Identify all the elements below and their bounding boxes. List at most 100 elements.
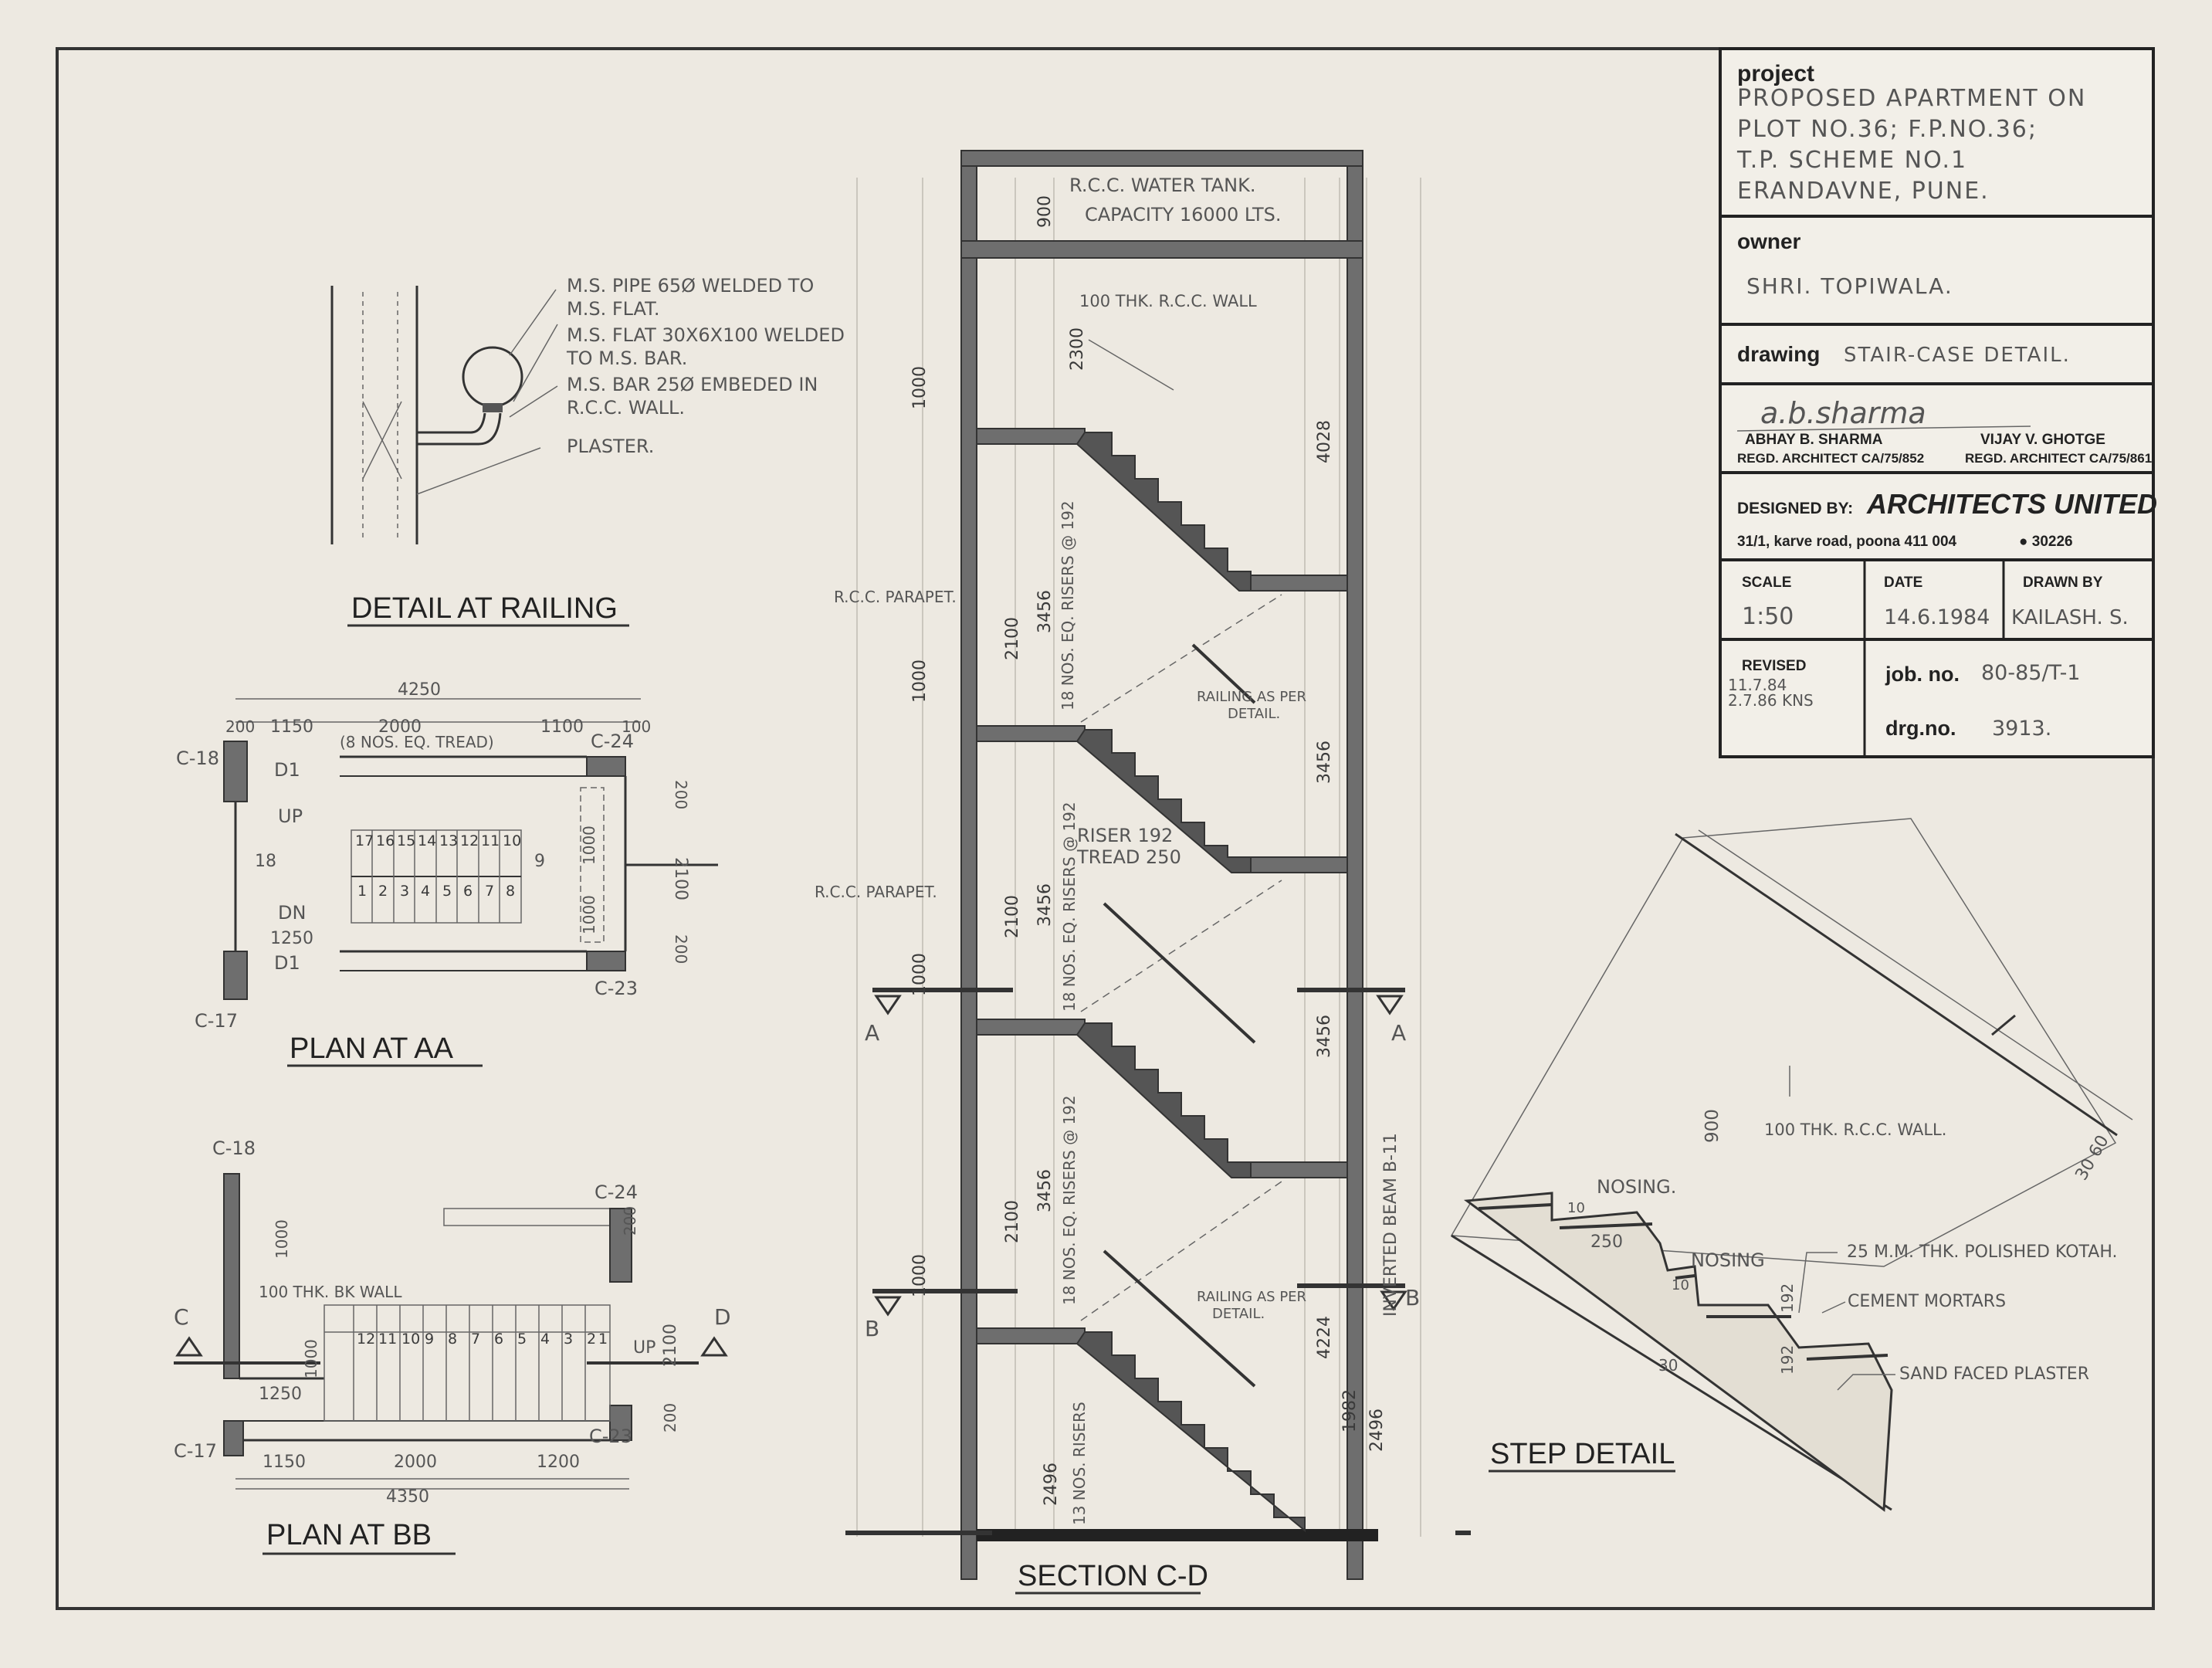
- railing-note-2: M.S. FLAT.: [567, 298, 660, 320]
- plan-aa-tread-16: 16: [376, 832, 395, 849]
- section-railing-note-1b: DETAIL.: [1228, 706, 1280, 722]
- plan-bb-tread-9: 9: [425, 1331, 434, 1348]
- project-line-1: PROPOSED APARTMENT ON: [1737, 85, 2086, 112]
- plan-aa-dim-2100: 2100: [671, 857, 690, 900]
- section-flight-2: [1076, 729, 1252, 873]
- railing-note-4: TO M.S. BAR.: [566, 348, 687, 369]
- section-dim-3456-3: 3456: [1035, 1169, 1055, 1212]
- plan-bb-tread-6: 6: [494, 1331, 503, 1348]
- plan-bb-section-c: C: [174, 1304, 189, 1330]
- step-nosing-1: NOSING.: [1597, 1176, 1676, 1198]
- firm-address: 31/1, karve road, poona 411 004: [1737, 534, 1957, 550]
- section-dim-2100-2: 2100: [1003, 895, 1022, 938]
- step-dim-900: 900: [1702, 1109, 1723, 1143]
- plan-aa-landing-9: 9: [534, 852, 545, 871]
- section-dim-2300: 2300: [1068, 327, 1087, 371]
- plan-aa-tread-17: 17: [355, 832, 374, 849]
- revised-date-1: 11.7.84: [1728, 676, 1787, 694]
- step-dim-10a: 10: [1567, 1200, 1585, 1216]
- section-left-wall: [960, 150, 977, 1580]
- section-railing-note-2: RAILING AS PER: [1197, 1289, 1306, 1305]
- step-wall-note: 100 THK. R.C.C. WALL.: [1764, 1120, 1946, 1139]
- plan-aa-tread-11: 11: [481, 832, 500, 849]
- drawn-by-value: KAILASH. S.: [2011, 606, 2129, 629]
- plan-bb-tread-8: 8: [448, 1331, 457, 1348]
- job-value: 80-85/T-1: [1981, 661, 2081, 685]
- plan-bb-tread-5: 5: [517, 1331, 527, 1348]
- plan-aa-label-up: UP: [278, 805, 303, 827]
- plan-bb-label-c24: C-24: [594, 1182, 638, 1203]
- section-dim-3456-right-1: 3456: [1315, 741, 1334, 784]
- step-dim-250: 250: [1590, 1232, 1623, 1252]
- section-cd: R.C.C. WATER TANK. CAPACITY 16000 LTS. 1…: [815, 150, 1471, 1595]
- scale-value: 1:50: [1742, 603, 1794, 630]
- plan-bb-tread-7: 7: [471, 1331, 480, 1348]
- section-dim-3456-1: 3456: [1035, 590, 1055, 633]
- plan-aa-tread-12: 12: [460, 832, 479, 849]
- step-note-mortar: CEMENT MORTARS: [1848, 1292, 2006, 1311]
- section-wall-note: 100 THK. R.C.C. WALL: [1079, 292, 1257, 310]
- architect-2-name: VIJAY V. GHOTGE: [1980, 432, 2105, 448]
- plan-aa-tread-14: 14: [418, 832, 436, 849]
- step-note-plaster: SAND FACED PLASTER: [1899, 1365, 2089, 1384]
- railing-note-3: M.S. FLAT 30X6X100 WELDED: [567, 324, 845, 346]
- plan-aa-dim-1250: 1250: [270, 929, 313, 948]
- step-dim-30: 30: [1658, 1356, 1678, 1375]
- plan-bb-tread-11: 11: [378, 1331, 397, 1348]
- plan-bb-tread-4: 4: [540, 1331, 550, 1348]
- section-flight-3: [1076, 1022, 1252, 1178]
- revised-label: REVISED: [1742, 658, 1806, 674]
- section-dim-4028: 4028: [1315, 420, 1334, 463]
- section-cut-a-right: A: [1391, 1020, 1406, 1046]
- owner-name: SHRI. TOPIWALA.: [1746, 273, 1953, 299]
- plan-aa-tread-7: 7: [485, 883, 494, 900]
- section-riser-label: RISER 192: [1077, 825, 1173, 846]
- section-dim-1000-3: 1000: [910, 953, 930, 996]
- plan-bb-section-d: D: [714, 1304, 731, 1330]
- plan-aa-tread-5: 5: [442, 883, 452, 900]
- drawn-by-label: DRAWN BY: [2023, 575, 2103, 591]
- plan-bb-dim-200-top: 200: [621, 1206, 639, 1236]
- section-dim-4224: 4224: [1315, 1316, 1334, 1359]
- plan-bb-tread-3: 3: [564, 1331, 573, 1348]
- plan-aa-dim-100: 100: [622, 717, 651, 736]
- architect-1-name: ABHAY B. SHARMA: [1745, 432, 1883, 448]
- section-parapet-note-1: R.C.C. PARAPET.: [834, 588, 957, 606]
- section-railing-note-1: RAILING AS PER: [1197, 689, 1306, 705]
- section-tread-label: TREAD 250: [1076, 846, 1181, 868]
- firm-phone: ● 30226: [2019, 534, 2073, 550]
- railing-detail-title: DETAIL AT RAILING: [351, 592, 618, 625]
- plan-aa-dim-2000: 2000: [378, 717, 422, 737]
- plan-aa-dim-200-bottom: 200: [672, 934, 690, 964]
- step-dim-192b: 192: [1778, 1345, 1797, 1375]
- project-line-4: ERANDAVNE, PUNE.: [1737, 178, 1990, 205]
- plan-bb-tread-2: 2: [587, 1331, 596, 1348]
- signature: a.b.sharma: [1760, 396, 1926, 430]
- plan-bb-dim-4350: 4350: [386, 1487, 429, 1507]
- section-dim-2496-right: 2496: [1367, 1409, 1387, 1452]
- plan-aa-tread-8: 8: [506, 883, 515, 900]
- plan-aa-tread-6: 6: [463, 883, 473, 900]
- railing-detail: M.S. PIPE 65Ø WELDED TO M.S. FLAT. M.S. …: [330, 275, 845, 627]
- plan-bb-label-c17: C-17: [174, 1440, 217, 1462]
- section-dim-900: 900: [1035, 195, 1055, 228]
- plan-bb-dim-2100: 2100: [661, 1324, 680, 1367]
- plan-bb-dim-1200: 1200: [537, 1453, 580, 1472]
- step-detail-profile: [1463, 1192, 1893, 1512]
- plan-aa-dim-200-right: 200: [672, 780, 690, 809]
- section-dim-1982: 1982: [1340, 1389, 1360, 1432]
- plan-bb-dim-2000: 2000: [394, 1453, 437, 1472]
- section-dim-2100-3: 2100: [1003, 1200, 1022, 1243]
- plan-aa-dim-200: 200: [225, 717, 255, 736]
- drawing-name: STAIR-CASE DETAIL.: [1844, 344, 2071, 367]
- project-line-2: PLOT NO.36; F.P.NO.36;: [1737, 116, 2038, 143]
- owner-label: owner: [1737, 229, 1801, 253]
- section-cut-a-left: A: [865, 1020, 879, 1046]
- plan-aa-tread-15: 15: [397, 832, 415, 849]
- plan-bb: C D UP 100 THK. BK WALL 12 11 10 9 8 7 6…: [174, 1137, 731, 1555]
- section-dim-3456-2: 3456: [1035, 883, 1055, 927]
- section-tank-note-2: CAPACITY 16000 LTS.: [1085, 204, 1281, 225]
- step-nosing-2: NOSING: [1691, 1249, 1765, 1271]
- section-beam-note: INVERTED BEAM B-11: [1381, 1133, 1401, 1317]
